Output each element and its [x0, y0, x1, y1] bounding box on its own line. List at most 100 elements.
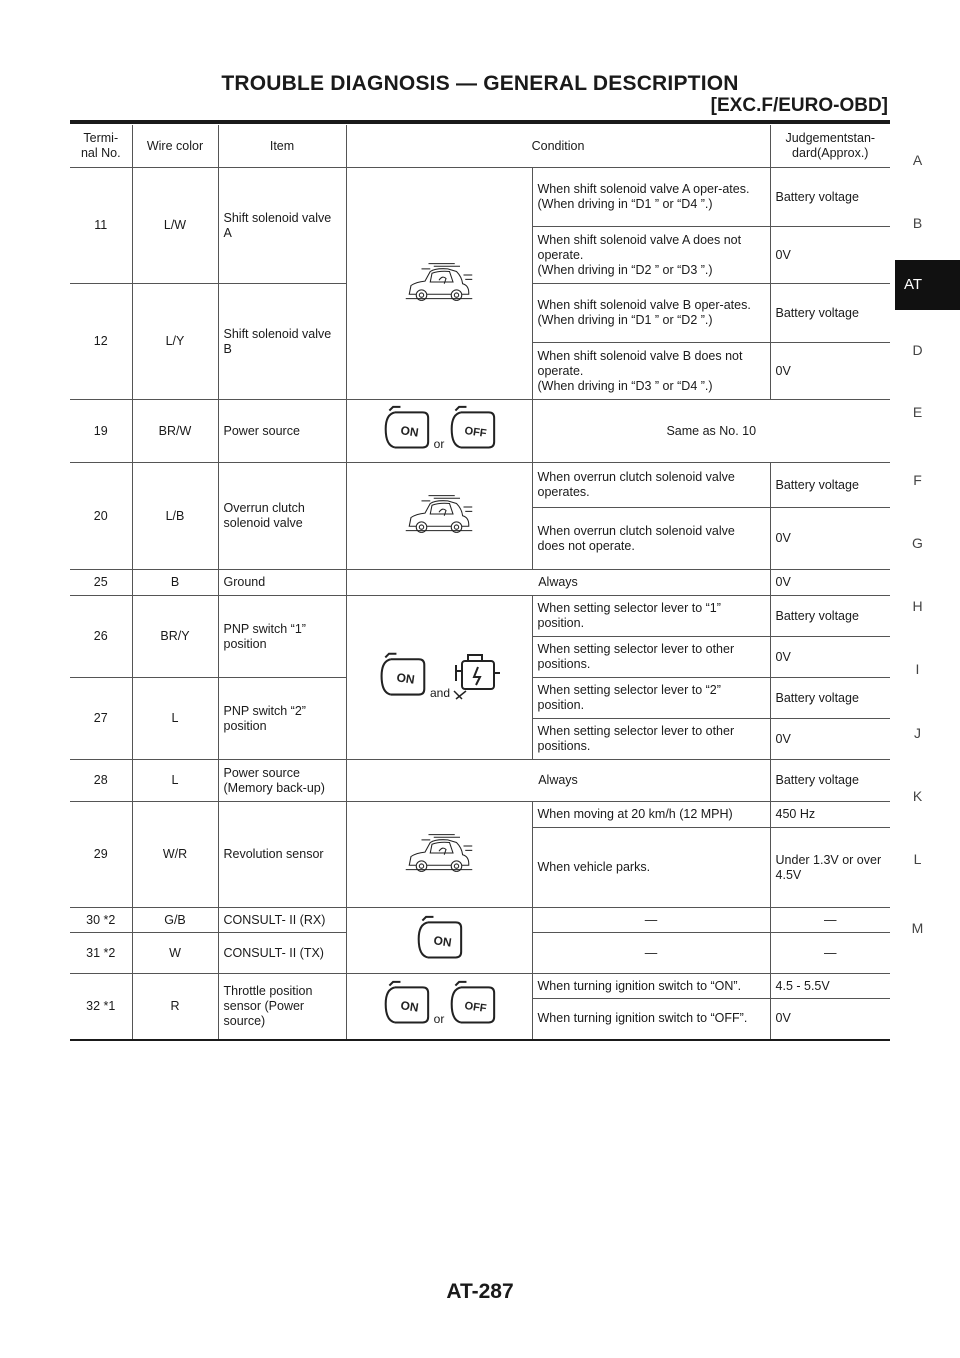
icon-joiner: and: [429, 685, 451, 700]
condition-text: When shift solenoid valve B oper-ates.: [537, 298, 751, 312]
table-row: When shift solenoid valve A does not ope…: [70, 226, 891, 284]
table-row: 12 L/Y Shift solenoid valve B When shift…: [70, 283, 891, 400]
item-cell: Power source (Memory back-up): [217, 759, 347, 802]
condition-cell: When vehicle parks.: [532, 827, 771, 908]
condition-icon-cell: [345, 167, 533, 400]
sidebar-item-l[interactable]: L: [913, 851, 922, 867]
item-cell: Overrun clutch solenoid valve: [217, 462, 347, 570]
sidebar-item-i[interactable]: I: [915, 661, 920, 677]
driving-car-icon: [404, 829, 474, 877]
col-header-condition: Condition: [345, 125, 771, 168]
judgement-cell: 0V: [769, 342, 891, 400]
page-number: AT-287: [446, 1280, 514, 1303]
table-row: When shift solenoid valve B does not ope…: [70, 342, 891, 400]
item-cell: Power source: [217, 399, 347, 463]
judgement-cell: 0V: [769, 718, 891, 760]
condition-cell: —: [531, 932, 771, 974]
wire-color-cell: W/R: [131, 801, 219, 908]
terminal-spec-table: Termi- nal No. Wire color Item Condition…: [70, 125, 891, 1041]
condition-cell: When setting selector lever to “1” posit…: [531, 595, 771, 637]
item-cell: Shift solenoid valve B: [217, 283, 347, 400]
table-row: 29 W/R Revolution sensor When moving at …: [70, 801, 891, 908]
judgement-cell: Battery voltage: [769, 595, 891, 637]
engine-stopped-icon: [452, 650, 502, 702]
condition-cell: When setting selector lever to other pos…: [532, 636, 771, 678]
wire-color-cell: L/B: [131, 462, 219, 570]
table-row: When turning ignition switch to “OFF”. 0…: [70, 998, 891, 1040]
col-header-wire-color: Wire color: [131, 125, 219, 168]
icon-joiner: or: [433, 437, 445, 451]
wire-color-cell: G/B: [131, 907, 219, 933]
wire-color-cell: B: [131, 569, 219, 596]
judgement-cell: —: [769, 932, 891, 974]
sidebar-item-h[interactable]: H: [912, 598, 923, 614]
judgement-cell: 0V: [769, 636, 891, 678]
condition-text: When shift solenoid valve A oper-ates.: [537, 182, 750, 196]
table-row: 27 L PNP switch “2” position When settin…: [70, 677, 891, 760]
item-cell: PNP switch “1” position: [217, 595, 347, 678]
condition-cell: When overrun clutch solenoid valve opera…: [531, 462, 771, 508]
sidebar-item-f[interactable]: F: [913, 472, 922, 488]
condition-icon-cell: [345, 462, 533, 570]
condition-icon-cell: [345, 801, 533, 908]
item-cell: Shift solenoid valve A: [217, 167, 347, 284]
terminal-cell: 27: [70, 677, 133, 760]
ignition-on-label: ON: [399, 423, 419, 439]
judgement-cell: 4.5 - 5.5V: [769, 973, 891, 999]
condition-cell: When turning ignition switch to “ON”.: [531, 973, 771, 999]
judgement-cell: 0V: [769, 226, 891, 284]
sidebar-item-m[interactable]: M: [911, 920, 924, 936]
terminal-cell: 26: [70, 595, 133, 678]
driving-car-icon: [404, 490, 474, 538]
condition-cell: When setting selector lever to other pos…: [532, 718, 771, 760]
condition-text: When shift solenoid valve B does not ope…: [537, 348, 743, 378]
condition-icon-cell: ON or OFF: [345, 399, 533, 463]
item-cell: Ground: [217, 569, 347, 596]
sidebar-item-at-label: AT: [904, 276, 923, 293]
col-header-judgement: Judgementstan- dard(Approx.): [769, 125, 891, 168]
sidebar-item-k[interactable]: K: [912, 788, 923, 804]
condition-cell: When shift solenoid valve A does not ope…: [532, 226, 771, 284]
wire-color-cell: W: [131, 932, 219, 974]
judgement-cell: 450 Hz: [769, 801, 891, 828]
judgement-cell: Battery voltage: [769, 283, 891, 343]
wire-color-cell: L: [131, 677, 219, 760]
table-row: When overrun clutch solenoid valve does …: [70, 507, 891, 570]
judgement-cell: Battery voltage: [769, 759, 891, 802]
sidebar-item-j[interactable]: J: [914, 725, 921, 741]
judgement-cell: —: [769, 907, 891, 933]
condition-cell: —: [531, 907, 771, 933]
condition-icon-cell: ON or OFF: [345, 973, 533, 1040]
icon-joiner: or: [433, 1012, 445, 1027]
page-subtitle: [EXC.F/EURO-OBD]: [710, 95, 888, 116]
sidebar-item-d[interactable]: D: [912, 342, 923, 358]
table-row: 20 L/B Overrun clutch solenoid valve Whe…: [70, 462, 891, 570]
item-cell: Revolution sensor: [217, 801, 347, 908]
sidebar-item-at[interactable]: AT: [895, 260, 960, 310]
item-cell: CONSULT- II (TX): [217, 932, 347, 974]
sidebar-item-g[interactable]: G: [912, 535, 923, 551]
sidebar-item-b[interactable]: B: [912, 215, 923, 231]
terminal-cell: 29: [70, 801, 133, 908]
item-cell: CONSULT- II (RX): [217, 907, 347, 933]
terminal-cell: 32 *1: [70, 973, 133, 1040]
condition-text: When shift solenoid valve A does not ope…: [537, 232, 742, 262]
table-row: 19 BR/W Power source ON or: [70, 399, 891, 463]
terminal-cell: 19: [70, 399, 133, 463]
driving-car-icon: [404, 258, 474, 306]
condition-cell: When shift solenoid valve A oper-ates. (…: [531, 167, 771, 227]
page-title: TROUBLE DIAGNOSIS — GENERAL DESCRIPTION: [221, 72, 739, 95]
header-rule: [70, 120, 890, 124]
wire-color-cell: BR/Y: [131, 595, 219, 678]
ignition-off-label: OFF: [464, 425, 488, 440]
condition-cell: When setting selector lever to “2” posit…: [531, 677, 771, 719]
wire-color-cell: L/W: [131, 167, 219, 284]
table-row: 11 L/W Shift solenoid valve A When shift…: [70, 167, 891, 400]
col-header-terminal: Termi- nal No.: [70, 125, 133, 168]
sidebar-item-a[interactable]: A: [912, 152, 923, 168]
condition-cell: When shift solenoid valve B does not ope…: [532, 342, 771, 400]
wire-color-cell: BR/W: [131, 399, 219, 463]
sidebar-item-e[interactable]: E: [912, 404, 923, 420]
terminal-cell: 30 *2: [70, 907, 133, 933]
table-row: When setting selector lever to other pos…: [70, 718, 891, 760]
